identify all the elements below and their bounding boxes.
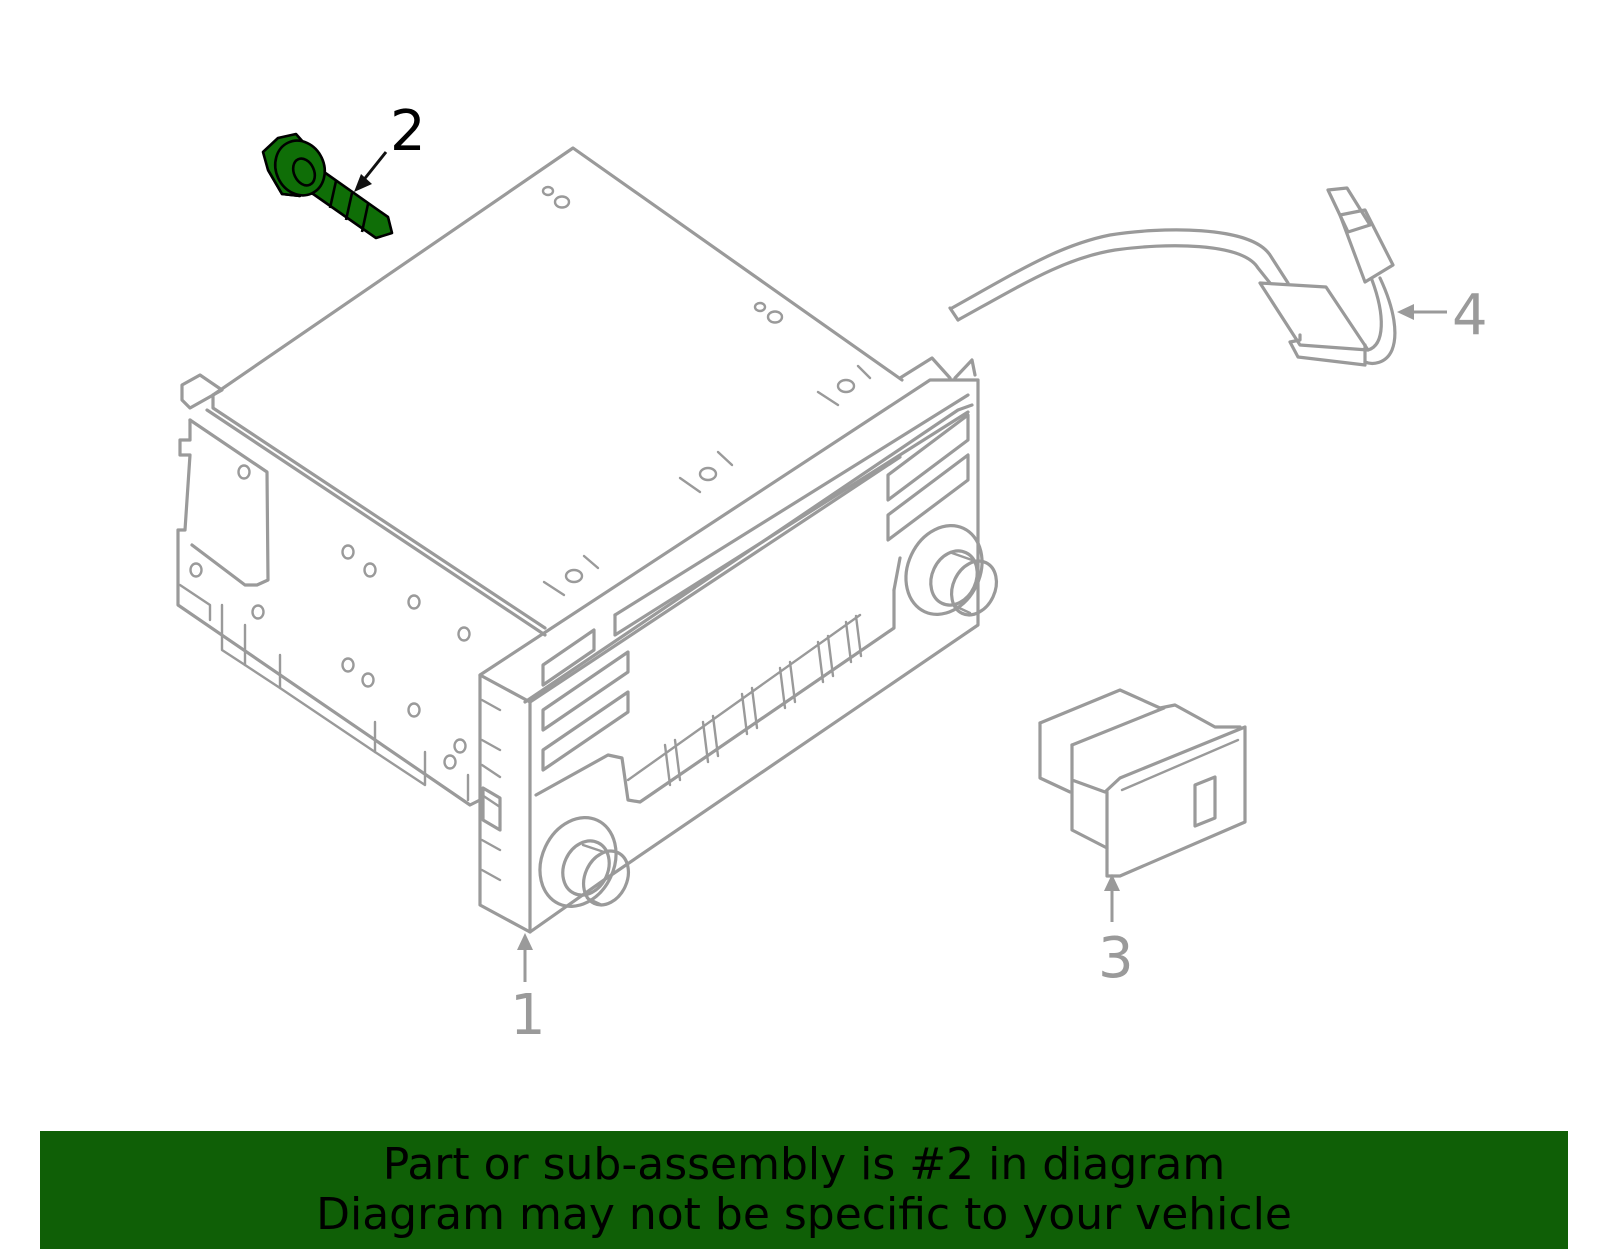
bolt-part-2 xyxy=(261,132,394,240)
leader-lines xyxy=(354,151,1447,982)
harness-part-4 xyxy=(948,186,1397,367)
callout-2: 2 xyxy=(390,99,426,164)
callout-1: 1 xyxy=(510,983,546,1048)
banner-line-1: Part or sub-assembly is #2 in diagram xyxy=(382,1139,1226,1190)
callout-3: 3 xyxy=(1098,926,1134,991)
banner-line-2: Diagram may not be specific to your vehi… xyxy=(316,1189,1292,1240)
radio-head-unit xyxy=(176,146,999,934)
switch-part-3 xyxy=(1038,688,1247,878)
callout-4: 4 xyxy=(1452,283,1488,348)
info-banner: Part or sub-assembly is #2 in diagram Di… xyxy=(40,1131,1568,1249)
